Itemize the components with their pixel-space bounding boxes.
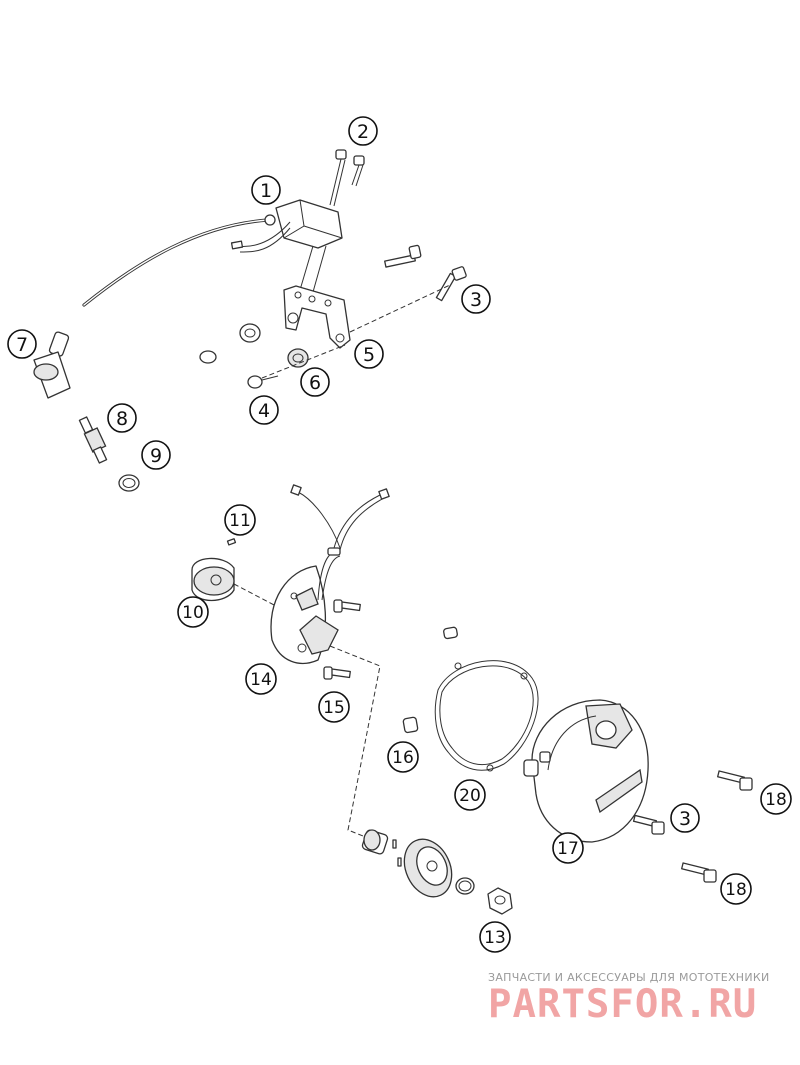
callout-3-top: 3 — [461, 284, 491, 314]
callout-17: 17 — [552, 832, 584, 864]
callout-label: 10 — [182, 603, 204, 623]
cover-bolt-3 — [632, 814, 665, 835]
callout-18-top: 18 — [760, 783, 792, 815]
starter-idler — [361, 829, 402, 867]
callout-3-cover: 3 — [670, 803, 700, 833]
stator-plate — [270, 484, 390, 664]
callout-4: 4 — [249, 395, 279, 425]
callout-label: 11 — [229, 511, 251, 531]
callout-label: 1 — [260, 180, 272, 202]
sealing-ring — [118, 474, 140, 492]
stator-screw-a — [333, 599, 361, 613]
callout-6: 6 — [300, 367, 330, 397]
callout-label: 16 — [392, 748, 414, 768]
ignition-coil — [82, 149, 365, 307]
collar-bolt — [247, 375, 279, 389]
callout-label: 13 — [484, 928, 506, 948]
callout-5: 5 — [354, 339, 384, 369]
callout-1: 1 — [251, 175, 281, 205]
callout-label: 18 — [765, 790, 787, 810]
spark-plug-connector — [33, 331, 71, 399]
callout-label: 4 — [258, 400, 270, 422]
callout-9: 9 — [141, 440, 171, 470]
o-ring — [455, 877, 475, 895]
woodruff-key — [226, 538, 237, 546]
spacer — [199, 350, 217, 364]
callout-label: 14 — [250, 670, 272, 690]
dowel-lower — [402, 716, 419, 734]
callout-label: 15 — [323, 698, 345, 718]
coil-bolts — [329, 149, 365, 207]
dowel-upper — [443, 626, 458, 640]
callout-label: 5 — [363, 344, 375, 366]
callout-label: 20 — [459, 786, 481, 806]
collar-nut — [487, 887, 513, 915]
coil-bracket — [283, 285, 351, 349]
grommet — [239, 323, 261, 343]
callout-18-bottom: 18 — [720, 873, 752, 905]
cover-gasket — [434, 660, 539, 772]
callout-16: 16 — [387, 741, 419, 773]
callout-label: 6 — [309, 372, 321, 394]
damper — [287, 348, 309, 368]
spark-plug — [78, 416, 108, 464]
cover-bolt-18a — [717, 770, 753, 791]
callout-label: 9 — [150, 445, 162, 467]
callout-7: 7 — [7, 329, 37, 359]
callout-label: 2 — [357, 121, 369, 143]
callout-label: 7 — [16, 334, 28, 356]
callout-15: 15 — [318, 691, 350, 723]
watermark-subtitle: ЗАПЧАСТИ И АКСЕССУАРЫ ДЛЯ МОТОТЕХНИКИ — [488, 971, 770, 984]
callout-label: 17 — [557, 839, 579, 859]
rotor — [191, 557, 235, 602]
callout-label: 18 — [725, 880, 747, 900]
cover-bolt-18b — [681, 862, 717, 883]
watermark-brand: PARTSFOR.RU — [488, 982, 758, 1027]
callout-13: 13 — [479, 921, 511, 953]
bracket-bolt-upper — [384, 244, 422, 268]
callout-2: 2 — [348, 116, 378, 146]
callout-14: 14 — [245, 663, 277, 695]
stator-screw-b — [323, 666, 351, 680]
ignition-cover — [523, 699, 649, 843]
callout-8: 8 — [107, 403, 137, 433]
callout-10: 10 — [177, 596, 209, 628]
callout-11: 11 — [224, 504, 256, 536]
callout-label: 3 — [679, 808, 691, 830]
callout-label: 3 — [470, 289, 482, 311]
flywheel-gear — [403, 838, 453, 898]
callout-label: 8 — [116, 408, 128, 430]
callout-20: 20 — [454, 779, 486, 811]
